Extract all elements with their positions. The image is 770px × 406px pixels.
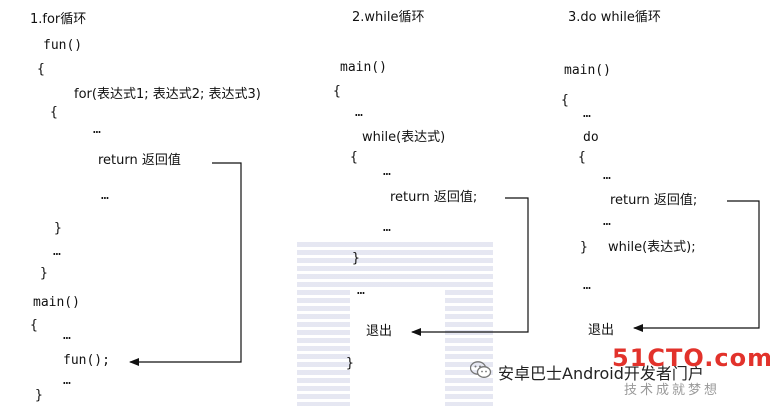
for-return-arrow: [129, 162, 242, 366]
watermark-slogan: 技术成就梦想: [624, 383, 721, 398]
watermark-brand: 安卓巴士Android开发者门户: [498, 364, 704, 383]
code-line: main(): [340, 60, 387, 75]
code-line: …: [357, 283, 365, 298]
code-line: {: [50, 105, 58, 120]
code-line: }: [346, 356, 354, 371]
do-while-return-arrow: [633, 200, 760, 332]
code-line: }: [352, 251, 360, 266]
code-line: main(): [564, 63, 611, 78]
code-line: for(表达式1; 表达式2; 表达式3): [74, 87, 261, 102]
do-while-loop-title: 3.do while循环: [568, 10, 661, 25]
code-line: }: [35, 388, 43, 403]
while-loop-title: 2.while循环: [352, 10, 425, 25]
fun-call: fun();: [63, 353, 110, 368]
return-statement: return 返回值;: [610, 193, 698, 208]
code-line: …: [63, 373, 71, 388]
code-line: …: [603, 168, 611, 183]
code-line: main(): [33, 295, 80, 310]
code-line: …: [53, 244, 61, 259]
code-line: }: [580, 240, 588, 255]
return-statement: return 返回值: [98, 153, 181, 168]
code-line: …: [355, 105, 363, 120]
code-line: …: [63, 328, 71, 343]
code-line: …: [93, 122, 101, 137]
code-line: {: [30, 318, 38, 333]
return-statement: return 返回值;: [390, 190, 478, 205]
code-line: …: [583, 106, 591, 121]
code-line: while(表达式);: [608, 240, 696, 255]
code-line: }: [54, 221, 62, 236]
code-line: {: [578, 150, 586, 165]
code-line: while(表达式): [362, 130, 446, 145]
code-line: {: [333, 84, 341, 99]
watermark-stripes-inner: [350, 288, 445, 406]
for-loop-title: 1.for循环: [30, 12, 87, 27]
code-line: fun(): [43, 38, 83, 53]
while-return-arrow: [411, 197, 529, 336]
code-line: …: [383, 164, 391, 179]
exit-label: 退出: [366, 324, 393, 339]
code-line: {: [37, 62, 45, 77]
watermark-logo: 51CTO.com: [612, 344, 770, 372]
code-line: {: [561, 93, 569, 108]
code-line: …: [603, 214, 611, 229]
code-line: …: [383, 220, 391, 235]
code-line: …: [101, 188, 109, 203]
exit-label: 退出: [588, 323, 615, 338]
code-line: do: [583, 130, 599, 145]
code-line: {: [350, 150, 358, 165]
code-line: …: [583, 278, 591, 293]
wechat-icon: [470, 361, 492, 378]
code-line: }: [40, 266, 48, 281]
